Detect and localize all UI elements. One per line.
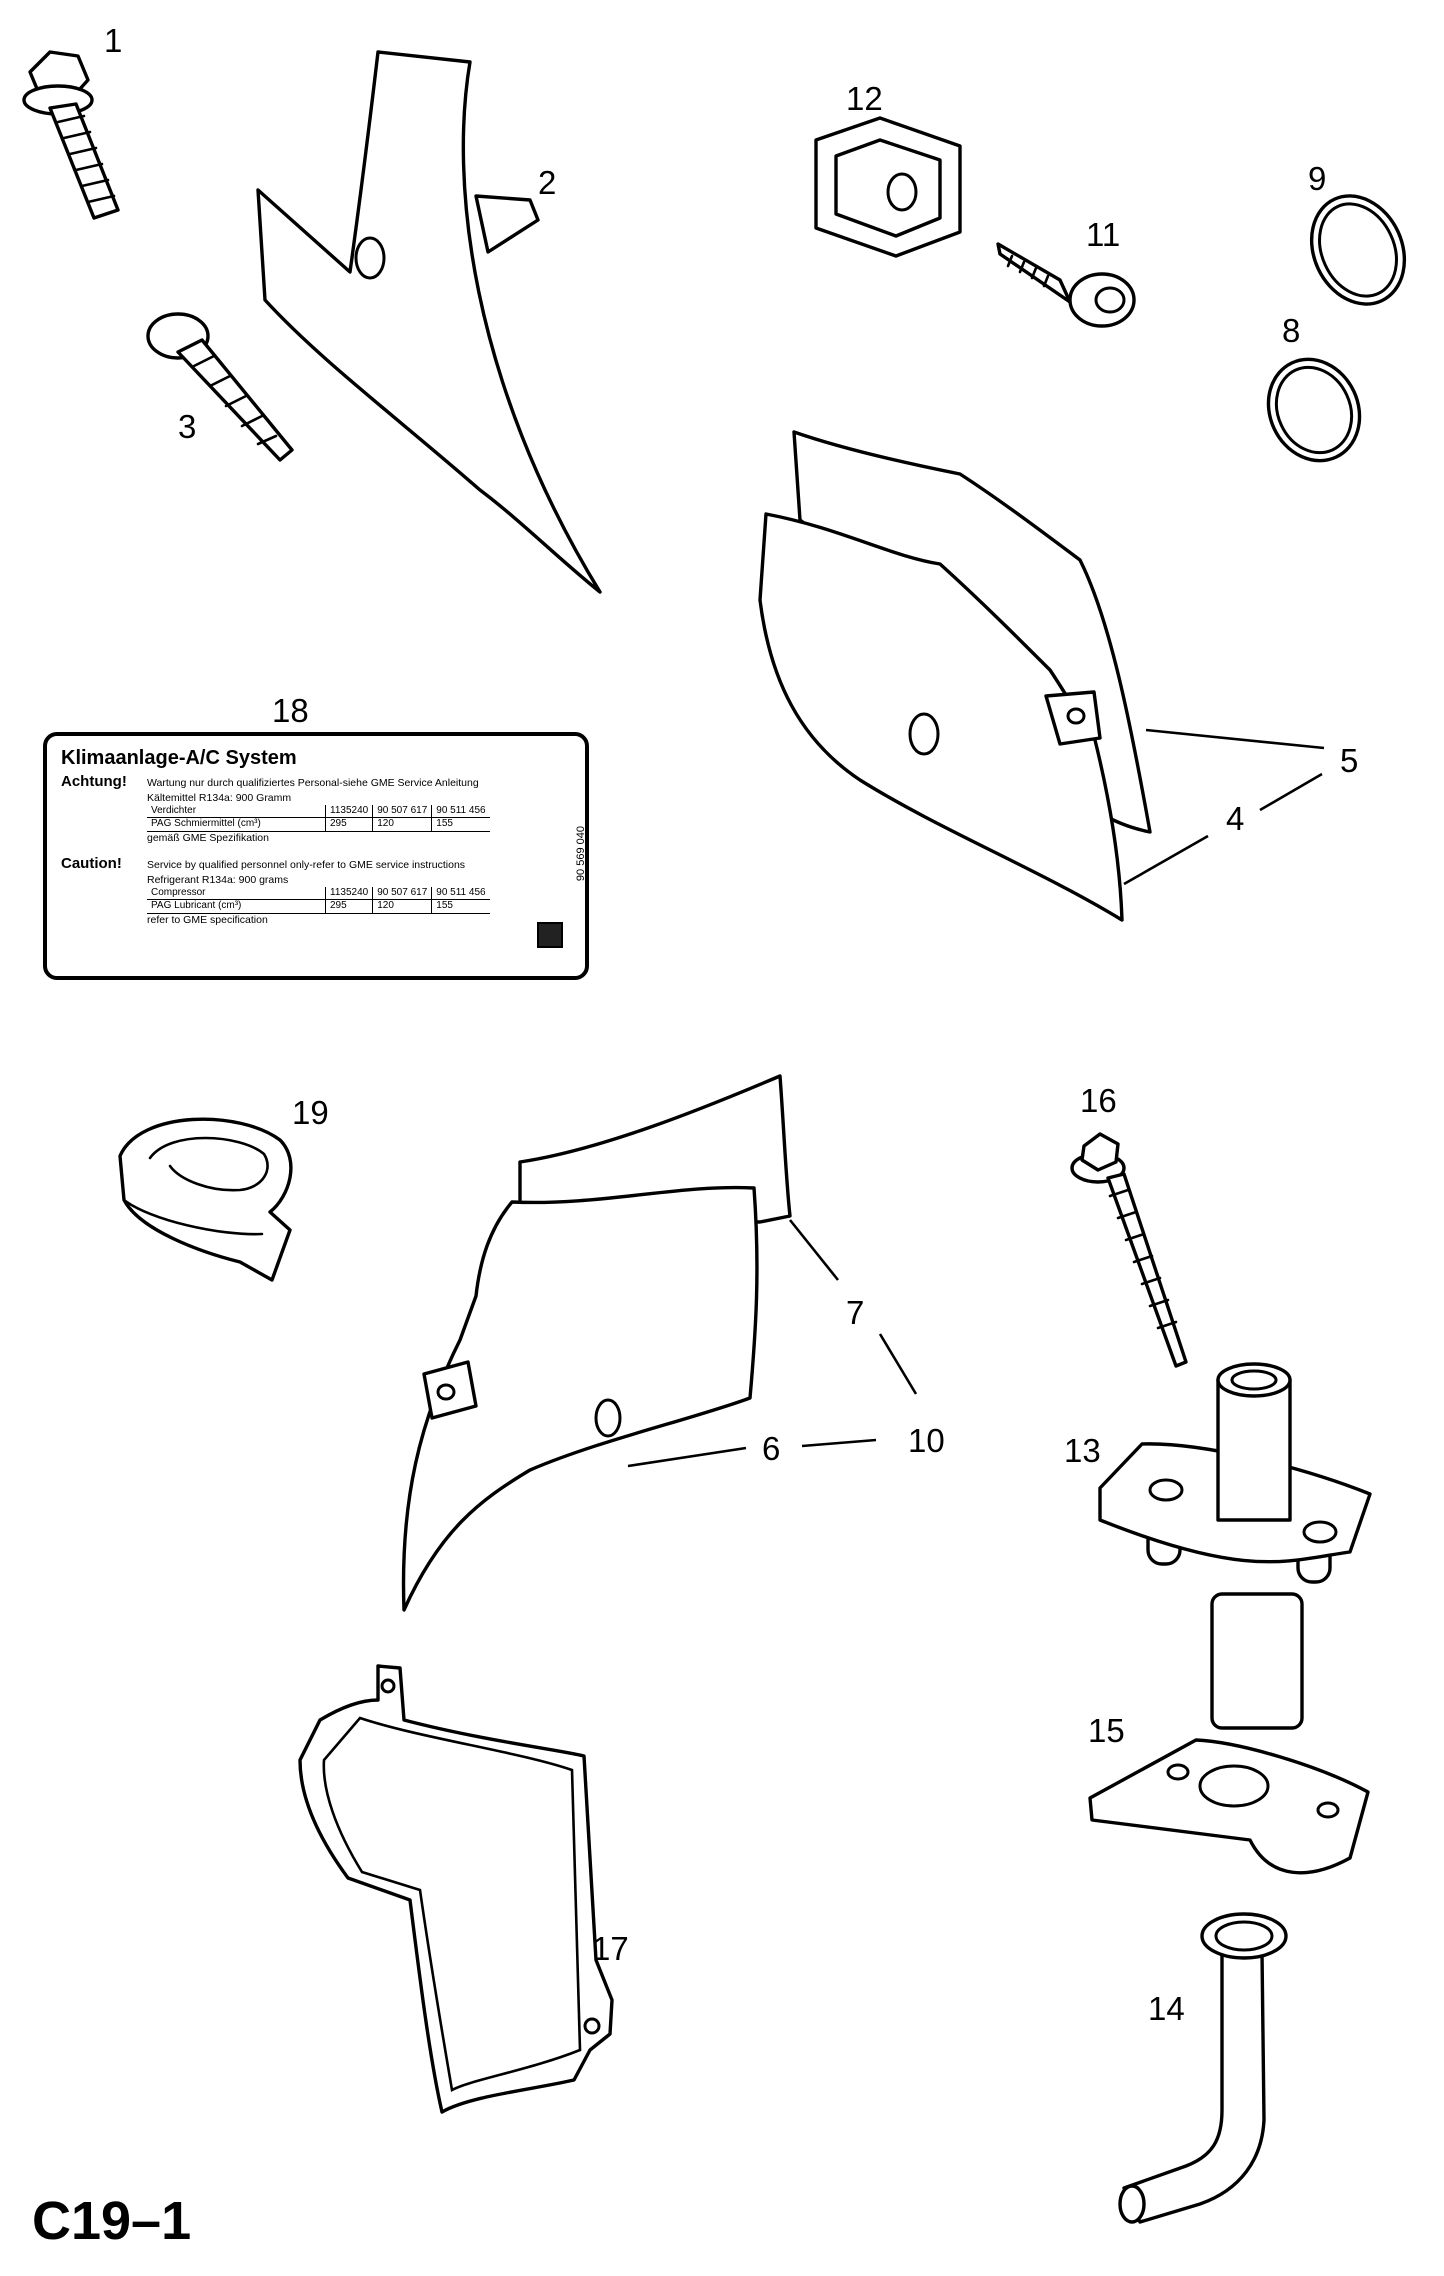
table-cell: 90 507 617 (372, 886, 432, 901)
label-caution-row: Caution! Service by qualified personnel … (61, 855, 571, 874)
label-de-value-row: PAG Schmiermittel (cm³) 295 120 155 (147, 817, 490, 832)
table-cell: 90 511 456 (431, 804, 490, 819)
part-2-bracket (256, 50, 602, 594)
part-17-gasket (298, 1664, 614, 2114)
leader-7-10 (788, 1219, 918, 1395)
callout-7: 7 (846, 1294, 864, 1331)
label-title: Klimaanlage-A/C System (61, 747, 297, 769)
part-13-pipe-flange (1098, 1362, 1372, 1730)
callout-12: 12 (846, 80, 883, 117)
part-9-o-ring-inner (1318, 202, 1398, 298)
table-cell: 90 507 617 (372, 804, 432, 819)
leader-5 (1145, 728, 1325, 750)
callout-15: 15 (1088, 1712, 1125, 1749)
label-refrigerant: Refrigerant R134a: 900 grams (147, 873, 289, 886)
callout-4: 4 (1226, 800, 1244, 837)
table-cell: 90 511 456 (431, 886, 490, 901)
part-11-screw (996, 242, 1136, 328)
callout-3: 3 (178, 408, 196, 445)
label-de-note: gemäß GME Spezifikation (147, 831, 269, 844)
label-caution-text: Service by qualified personnel only-refe… (147, 859, 466, 871)
label-en-table: Compressor 1135240 90 507 617 90 511 456… (147, 886, 490, 914)
label-caution-key: Caution! (61, 855, 122, 872)
callout-16: 16 (1080, 1082, 1117, 1119)
callout-10: 10 (908, 1422, 945, 1459)
table-cell: 155 (431, 817, 490, 832)
leader-4 (1123, 772, 1323, 886)
table-cell: 1135240 (324, 886, 373, 901)
part-14-bent-pipe (1118, 1912, 1288, 2224)
table-cell: 120 (372, 817, 432, 832)
callout-18: 18 (272, 692, 309, 729)
label-en-value-row: PAG Lubricant (cm³) 295 120 155 (147, 899, 490, 914)
callout-19: 19 (292, 1094, 329, 1131)
table-cell: Verdichter (147, 804, 326, 819)
table-cell: 120 (372, 899, 432, 914)
label-de-table: Verdichter 1135240 90 507 617 90 511 456… (147, 804, 490, 832)
callout-6: 6 (762, 1430, 780, 1467)
label-en-note: refer to GME specification (147, 913, 268, 926)
callout-14: 14 (1148, 1990, 1185, 2027)
part-19-tape-roll (118, 1117, 293, 1282)
part-15-flange-plate (1088, 1738, 1370, 1875)
table-cell: 295 (324, 899, 373, 914)
callout-2: 2 (538, 164, 556, 201)
part-8-o-ring-inner (1274, 365, 1354, 455)
label-kaeltemittel: Kältemittel R134a: 900 Gramm (147, 791, 292, 804)
callout-9: 9 (1308, 160, 1326, 197)
callout-5: 5 (1340, 742, 1358, 779)
table-cell: 1135240 (324, 804, 373, 819)
part-1-bolt (22, 50, 120, 220)
table-cell: PAG Schmiermittel (cm³) (147, 817, 326, 832)
callout-8: 8 (1282, 312, 1300, 349)
table-cell: 295 (324, 817, 373, 832)
callout-11: 11 (1086, 216, 1120, 253)
callout-17: 17 (592, 1930, 629, 1967)
part-18-ac-label: Klimaanlage-A/C System Achtung! Wartung … (43, 732, 589, 980)
table-cell: PAG Lubricant (cm³) (147, 899, 326, 914)
callout-1: 1 (104, 22, 122, 59)
label-achtung-key: Achtung! (61, 773, 127, 790)
callout-13: 13 (1064, 1432, 1101, 1469)
label-de-header-row: Verdichter 1135240 90 507 617 90 511 456 (147, 804, 490, 819)
gm-logo-icon (537, 922, 563, 948)
part-4-seal-plate (758, 512, 1124, 922)
label-part-number: 90 569 040 (575, 826, 587, 882)
label-en-header-row: Compressor 1135240 90 507 617 90 511 456 (147, 886, 490, 901)
leader-6 (627, 1438, 877, 1468)
part-16-bolt (1070, 1132, 1188, 1368)
table-cell: Compressor (147, 886, 326, 901)
table-cell: 155 (431, 899, 490, 914)
page-code: C19–1 (32, 2191, 192, 2251)
part-6-seal-plate (401, 1185, 759, 1612)
label-achtung-text: Wartung nur durch qualifiziertes Persona… (147, 777, 479, 789)
part-12-clip (814, 116, 962, 258)
part-3-screw (146, 312, 294, 462)
label-achtung-row: Achtung! Wartung nur durch qualifizierte… (61, 773, 571, 792)
